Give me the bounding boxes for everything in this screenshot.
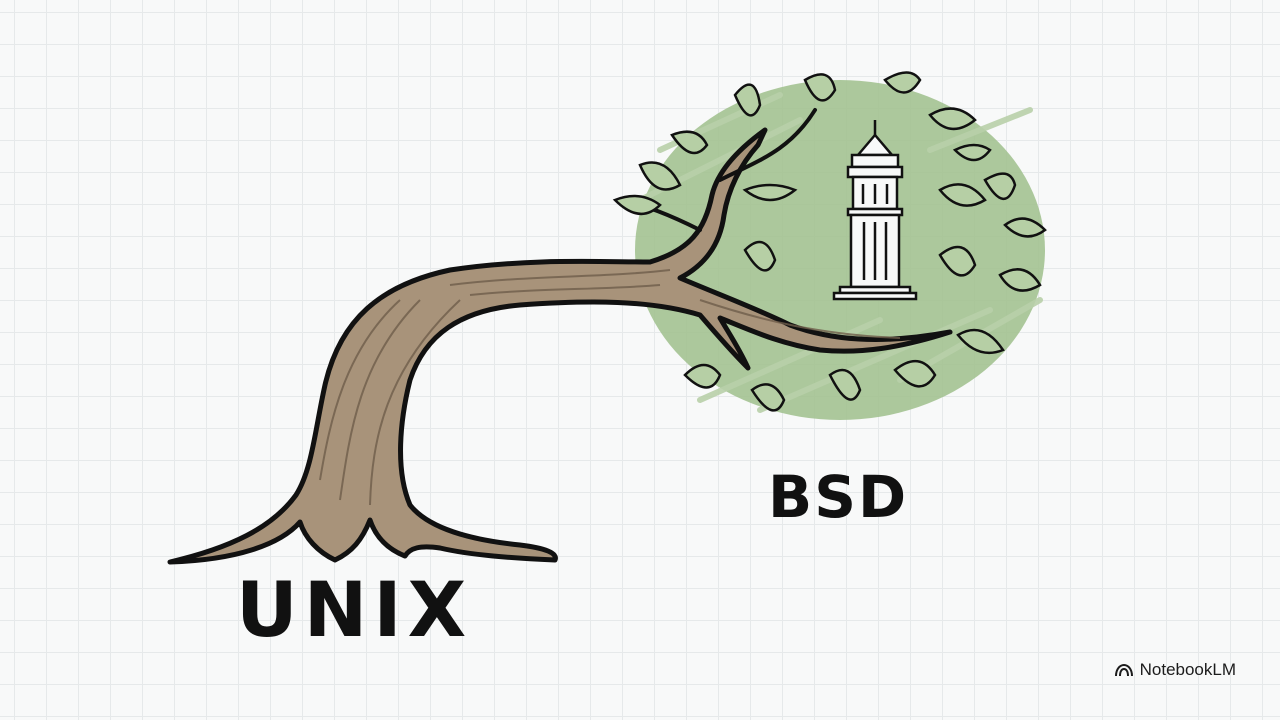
notebooklm-logo-icon <box>1114 663 1133 677</box>
unix-label: UNIX <box>236 565 473 654</box>
tree-trunk <box>167 127 953 565</box>
brand-watermark: NotebookLM <box>1114 660 1236 680</box>
clock-tower-icon <box>832 120 918 301</box>
brand-name: NotebookLM <box>1139 660 1236 679</box>
bsd-label: BSD <box>768 463 909 531</box>
leaf-icon <box>612 71 1047 412</box>
